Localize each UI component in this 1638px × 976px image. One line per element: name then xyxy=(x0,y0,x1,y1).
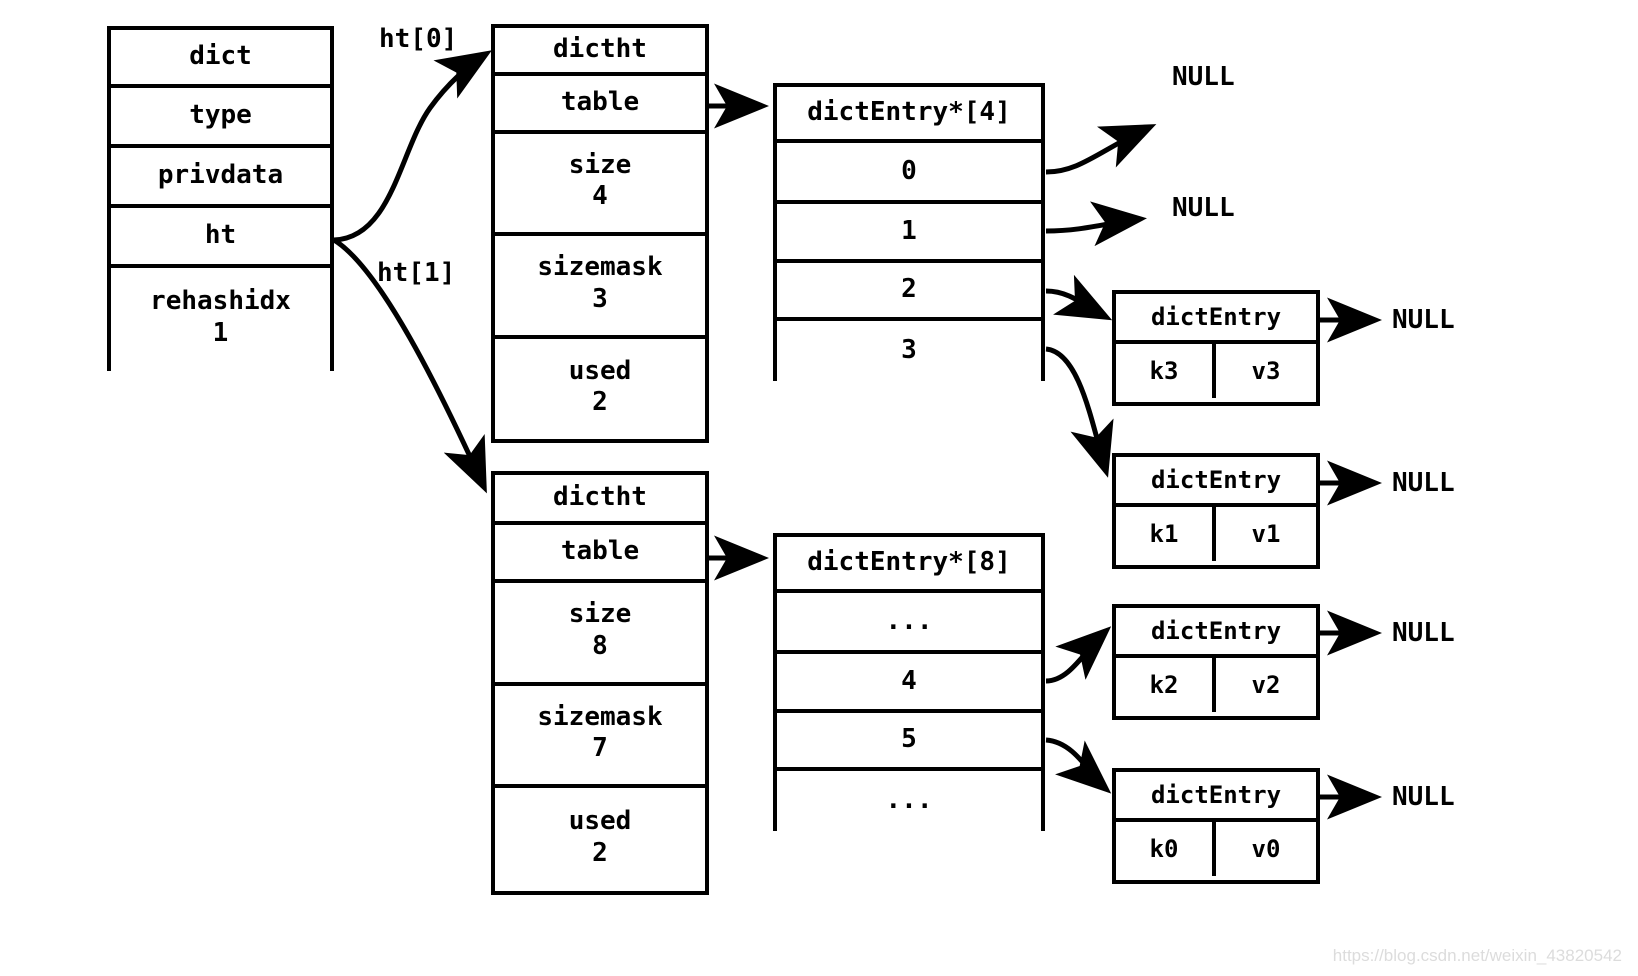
dict-struct-box: dict type privdata ht rehashidx 1 xyxy=(107,26,334,371)
null-label-entry-k0: NULL xyxy=(1392,782,1455,812)
dictentry-node-k1-title: dictEntry xyxy=(1116,457,1316,507)
dictentry-array-4-box: dictEntry*[4] 0 1 2 3 xyxy=(773,83,1045,381)
dict-field-ht: ht xyxy=(111,208,330,268)
dictht-1-field-size: size 8 xyxy=(495,583,705,686)
dictht-1-field-size-value: 8 xyxy=(592,630,608,661)
dictht-1-field-sizemask-value: 7 xyxy=(592,733,608,764)
array-4-slot-2-label: 2 xyxy=(901,274,917,305)
array-8-slot-ellipsis-top[interactable]: ... xyxy=(777,593,1041,654)
arrow-slot0-null xyxy=(1045,124,1157,175)
watermark: https://blog.csdn.net/weixin_43820542 xyxy=(1332,946,1622,965)
dictentry-array-8-title: dictEntry*[8] xyxy=(807,547,1011,578)
dictentry-node-k0-kv: k0 v0 xyxy=(1116,822,1316,876)
dictht-0-field-sizemask: sizemask 3 xyxy=(495,236,705,339)
dictht-1-field-table-label: table xyxy=(560,536,640,567)
dictentry-node-k1-key: k1 xyxy=(1116,507,1216,561)
dictht-1-field-sizemask-label: sizemask xyxy=(537,701,663,732)
arrow-slot4-entry-k2 xyxy=(1045,626,1112,684)
dictht-0-field-sizemask-value: 3 xyxy=(592,283,608,314)
arrow-slot2-entry-k3 xyxy=(1045,274,1113,321)
null-label-slot-1: NULL xyxy=(1172,193,1235,223)
array-8-slot-ellipsis-top-label: ... xyxy=(885,605,933,636)
dictentry-node-k3: dictEntry k3 v3 xyxy=(1112,290,1320,406)
null-label-entry-k3: NULL xyxy=(1392,305,1455,335)
dictentry-node-k0-title: dictEntry xyxy=(1116,772,1316,822)
dictht-1-field-used-label: used xyxy=(568,806,632,837)
dictentry-array-4-title: dictEntry*[4] xyxy=(807,97,1011,128)
array-4-slot-3-label: 3 xyxy=(901,335,917,366)
dict-struct-title-row: dict xyxy=(111,30,330,88)
null-label-slot-0: NULL xyxy=(1172,62,1235,92)
dictentry-node-k0-value: v0 xyxy=(1251,835,1281,863)
dictht-1-field-size-label: size xyxy=(568,599,632,630)
dictentry-node-k0: dictEntry k0 v0 xyxy=(1112,768,1320,884)
dict-field-type-label: type xyxy=(189,100,252,131)
dictht-0-field-used-value: 2 xyxy=(592,387,608,418)
array-4-slot-1-label: 1 xyxy=(901,215,917,246)
dict-field-privdata-label: privdata xyxy=(157,160,284,191)
dictht-0-title: dictht xyxy=(553,34,647,65)
array-8-slot-4-label: 4 xyxy=(901,665,917,696)
dictht-0-field-used: used 2 xyxy=(495,339,705,439)
array-8-slot-ellipsis-bottom[interactable]: ... xyxy=(777,771,1041,831)
dictentry-array-4-title-row: dictEntry*[4] xyxy=(777,87,1041,143)
array-8-slot-ellipsis-bottom-label: ... xyxy=(885,785,933,816)
dictentry-node-k1-kv: k1 v1 xyxy=(1116,507,1316,561)
dict-field-privdata: privdata xyxy=(111,148,330,208)
dictentry-node-k1-value: v1 xyxy=(1251,520,1281,548)
array-4-slot-0[interactable]: 0 xyxy=(777,143,1041,204)
dictentry-node-k2-title: dictEntry xyxy=(1116,608,1316,658)
dictentry-node-k3-key: k3 xyxy=(1116,344,1216,398)
arrow-slot5-entry-k0 xyxy=(1045,737,1112,794)
dict-struct-title: dict xyxy=(189,41,252,72)
dictentry-node-k2-key: k2 xyxy=(1116,658,1216,712)
null-label-entry-k2: NULL xyxy=(1392,618,1455,648)
dictht-1-title-row: dictht xyxy=(495,475,705,525)
dictht-0-field-size-value: 4 xyxy=(592,181,608,212)
array-8-slot-4[interactable]: 4 xyxy=(777,654,1041,713)
dictht-1-title: dictht xyxy=(553,482,647,513)
array-8-slot-5-label: 5 xyxy=(901,724,917,755)
dictht-1-field-used-value: 2 xyxy=(592,837,608,868)
dictentry-node-k2-value: v2 xyxy=(1251,671,1281,699)
array-4-slot-3[interactable]: 3 xyxy=(777,321,1041,381)
dictht-0-field-sizemask-label: sizemask xyxy=(537,252,663,283)
dict-field-ht-label: ht xyxy=(204,220,237,251)
array-8-slot-5[interactable]: 5 xyxy=(777,713,1041,771)
dictht-0-field-size: size 4 xyxy=(495,134,705,236)
dictentry-node-k3-title: dictEntry xyxy=(1116,294,1316,344)
dictht-0-box: dictht table size 4 sizemask 3 used 2 xyxy=(491,24,709,443)
dict-field-rehashidx-value: 1 xyxy=(212,317,229,348)
dictht-1-field-table: table xyxy=(495,525,705,583)
dictht-0-field-used-label: used xyxy=(568,355,632,386)
dictentry-node-k1: dictEntry k1 v1 xyxy=(1112,453,1320,569)
dictht-0-field-table: table xyxy=(495,76,705,134)
arrow-slot3-entry-k1 xyxy=(1045,346,1114,478)
dictht-0-field-size-label: size xyxy=(568,149,632,180)
arrow-slot1-null xyxy=(1045,201,1147,247)
dict-field-rehashidx-label: rehashidx xyxy=(150,286,291,317)
dict-field-rehashidx: rehashidx 1 xyxy=(111,268,330,371)
array-4-slot-2[interactable]: 2 xyxy=(777,263,1041,321)
dictentry-array-8-box: dictEntry*[8] ... 4 5 ... xyxy=(773,533,1045,831)
null-label-entry-k1: NULL xyxy=(1392,468,1455,498)
dictentry-array-8-title-row: dictEntry*[8] xyxy=(777,537,1041,593)
dictentry-node-k3-value: v3 xyxy=(1251,357,1281,385)
dictht-0-title-row: dictht xyxy=(495,28,705,76)
dictentry-node-k3-kv: k3 v3 xyxy=(1116,344,1316,398)
dictht-0-field-table-label: table xyxy=(560,87,640,118)
array-4-slot-1[interactable]: 1 xyxy=(777,204,1041,263)
dict-field-type: type xyxy=(111,88,330,148)
pointer-label-ht1: ht[1] xyxy=(377,258,456,288)
dictentry-node-k0-key: k0 xyxy=(1116,822,1216,876)
dictentry-node-k2: dictEntry k2 v2 xyxy=(1112,604,1320,720)
arrow-ht0 xyxy=(333,50,492,243)
array-4-slot-0-label: 0 xyxy=(901,155,917,186)
dictht-1-field-sizemask: sizemask 7 xyxy=(495,686,705,788)
pointer-label-ht0: ht[0] xyxy=(379,24,458,54)
dictentry-node-k2-kv: k2 v2 xyxy=(1116,658,1316,712)
dictht-1-box: dictht table size 8 sizemask 7 used 2 xyxy=(491,471,709,895)
dictht-1-field-used: used 2 xyxy=(495,788,705,891)
